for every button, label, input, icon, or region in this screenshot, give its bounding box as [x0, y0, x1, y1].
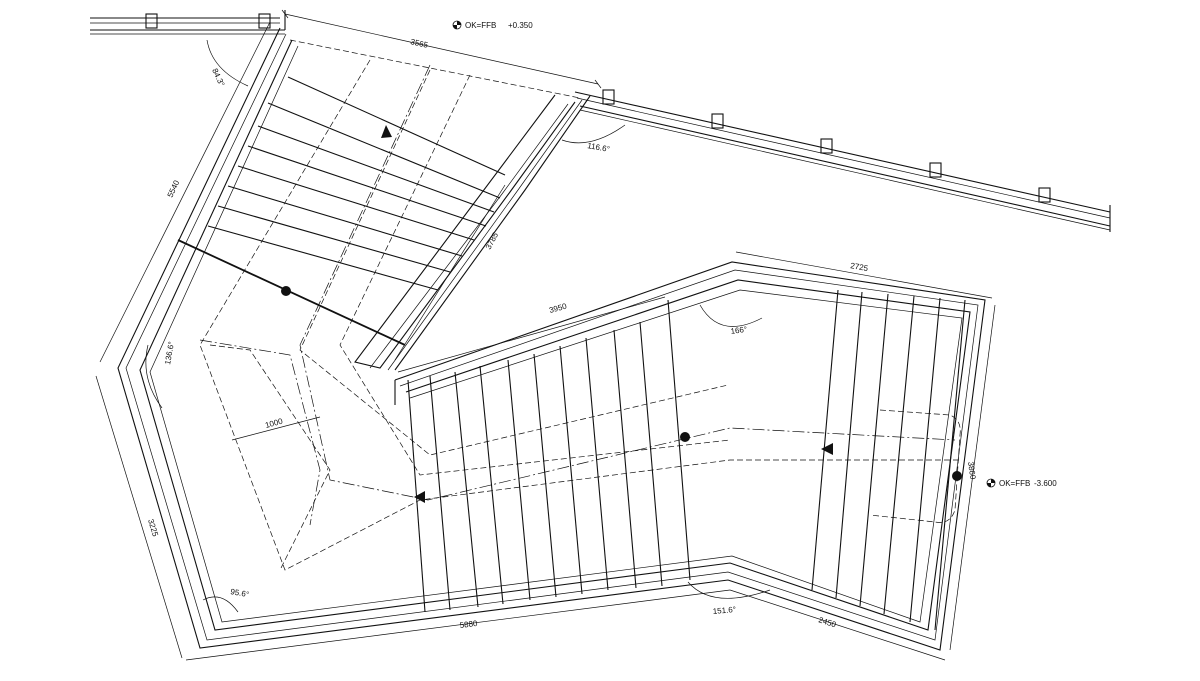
dim-landing-width: 1000: [264, 416, 284, 429]
upper-flight-treads: [177, 76, 506, 346]
outer-shell: [117, 27, 986, 651]
dim-bottom-main: 5880: [459, 619, 478, 630]
level-top-value: +0.350: [508, 21, 533, 30]
angle-bottom-right: 151.6°: [712, 605, 736, 616]
level-bottom-value: -3.600: [1034, 479, 1057, 488]
dim-upper-flight: 3950: [548, 301, 568, 314]
top-wall: [90, 10, 1111, 232]
dim-left-upper: 5540: [166, 178, 182, 198]
guide-lines: [199, 39, 961, 571]
level-bottom-label: OK=FFB: [999, 479, 1030, 488]
dimension-lines: [95, 9, 996, 661]
angle-top-left: 84.3°: [210, 67, 226, 88]
dim-left-lower: 3225: [146, 518, 160, 538]
walking-line-markers: [281, 125, 962, 503]
level-top-label: OK=FFB: [465, 21, 496, 30]
arrow-up-icon: [381, 125, 392, 138]
lower-flight-treads: [407, 289, 966, 631]
dimension-labels: 3565 5540 3225 3785 3950 2725 3860 5880 …: [146, 37, 977, 630]
arrow-left-icon: [414, 491, 425, 503]
dim-bottom-right: 2450: [817, 615, 837, 629]
railing-posts: [145, 13, 1051, 203]
arrow-left-icon-2: [821, 443, 833, 455]
angle-top-inner: 116.6°: [587, 141, 611, 154]
dim-top-edge: 3565: [410, 37, 430, 50]
level-marker-top: OK=FFB +0.350: [452, 20, 533, 30]
dim-right-top: 2725: [850, 261, 870, 273]
angle-left: 136.6°: [163, 341, 176, 365]
angle-upper-right: 166°: [730, 325, 748, 336]
dim-right-side: 3860: [966, 461, 977, 480]
level-marker-bottom: OK=FFB -3.600: [986, 478, 1057, 488]
angle-bottom-left: 95.6°: [230, 587, 250, 599]
